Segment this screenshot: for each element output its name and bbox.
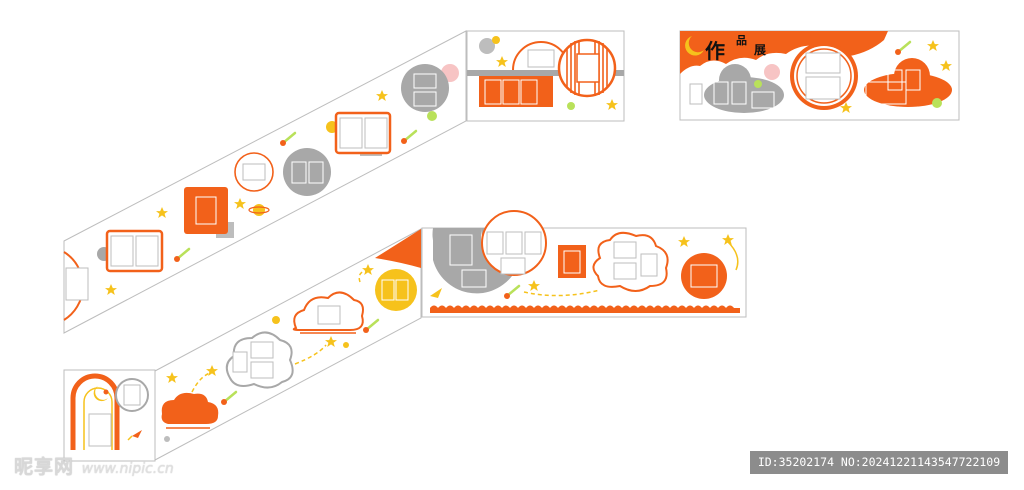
watermark-url: www.nipic.cn xyxy=(81,461,174,477)
upper-diagonal-panel xyxy=(63,30,467,334)
rocket-icon xyxy=(430,288,442,298)
watermark-brand: 昵享网 xyxy=(14,456,75,478)
title-char-1: 作 xyxy=(705,39,725,63)
striped-circle-frame xyxy=(557,38,617,98)
image-id-bar: ID:35202174 NO:20241221143547722109 xyxy=(750,451,1008,474)
lower-right-panel xyxy=(421,210,747,318)
title-char-3: 展 xyxy=(754,43,766,57)
title-panel: 作 品 展 xyxy=(679,30,960,121)
title-char-2: 品 xyxy=(736,34,747,47)
lower-left-panel xyxy=(63,369,156,462)
rocket-icon xyxy=(127,430,142,441)
moon-rabbit-icon xyxy=(685,36,704,56)
watermark-logo: 昵享网 www.nipic.cn xyxy=(14,452,174,479)
lower-diagonal-panel xyxy=(154,228,422,461)
upper-right-panel xyxy=(466,30,625,122)
orange-grass-border xyxy=(430,305,740,313)
